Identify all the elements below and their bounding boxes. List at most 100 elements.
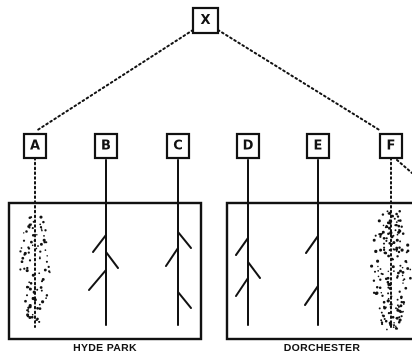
leaf-dot [383, 251, 387, 255]
node-f-label: F [387, 139, 396, 154]
leaf-dot [375, 291, 379, 295]
leaf-dot [19, 268, 22, 271]
leaf-dot [26, 266, 29, 270]
leaf-dot [404, 286, 408, 290]
leaf-dot [402, 282, 404, 284]
leaf-dot [392, 234, 395, 237]
leaf-dot [389, 323, 393, 327]
leaf-dot [382, 248, 386, 252]
leaf-dot [45, 297, 47, 299]
leaf-dot [381, 273, 384, 276]
leaf-dot [370, 264, 374, 268]
leaf-dot [397, 224, 401, 228]
lineage-line-x-a [35, 29, 194, 132]
leaf-dot [39, 226, 43, 229]
leaf-dot [39, 215, 43, 219]
plant-a-leafy-cluster [19, 215, 51, 323]
leaf-dot [45, 241, 48, 244]
leaf-dot [377, 270, 380, 272]
leaf-dot [39, 223, 42, 226]
node-d: D [235, 132, 261, 160]
leaf-dot [388, 221, 392, 225]
leaf-dot [380, 292, 383, 294]
leaf-dot [31, 313, 34, 316]
leaf-dot [400, 225, 403, 228]
leaf-dot [43, 240, 46, 244]
leaf-dot [387, 270, 390, 273]
leaf-dot [20, 247, 23, 249]
leaf-dot [372, 291, 376, 294]
leaf-dot [385, 239, 388, 242]
leaf-dot [390, 303, 393, 306]
leaf-dot [397, 250, 401, 254]
leaf-dot [387, 297, 390, 300]
leaf-dot [395, 238, 399, 242]
node-e: E [305, 132, 331, 160]
leaf-dot [388, 219, 392, 222]
leaf-dot [30, 240, 33, 244]
leaf-dot [399, 269, 402, 273]
leaf-dot [372, 238, 376, 242]
pen-label-dorchester: DORCHESTER [284, 342, 361, 354]
leaf-dot [26, 314, 30, 318]
leaf-dot [381, 314, 384, 317]
leaf-dot [43, 268, 47, 272]
leaf-dot [398, 246, 401, 249]
root-node-label: X [200, 13, 210, 28]
node-a: A [22, 132, 48, 160]
leaf-dot [386, 210, 389, 213]
leaf-dot [388, 226, 391, 230]
leaf-dot [382, 224, 385, 227]
leaf-dot [22, 239, 26, 242]
leaf-dot [36, 306, 39, 310]
leaf-dot [394, 224, 397, 227]
leaf-dot [375, 286, 379, 289]
leaf-dot [398, 316, 401, 319]
leaf-dot [33, 286, 37, 289]
leaf-dot [390, 242, 393, 246]
leaf-dot [386, 299, 390, 303]
leaf-dot [374, 234, 377, 237]
leaf-dot [41, 300, 45, 304]
leaf-dot [395, 307, 397, 310]
leaf-dot [379, 278, 382, 281]
leaf-dot [392, 248, 395, 250]
leaf-dot [392, 326, 395, 328]
leaf-dot [30, 216, 33, 219]
pen-label-hyde-park: HYDE PARK [73, 342, 137, 354]
leaf-dot [47, 265, 50, 269]
leaf-dot [29, 282, 33, 285]
leaf-dot [40, 289, 43, 292]
node-d-label: D [243, 139, 254, 154]
leaf-dot [379, 235, 382, 238]
leaf-dot [401, 266, 404, 269]
leaf-dot [400, 300, 403, 304]
leaf-dot [387, 232, 390, 235]
leaf-dot [396, 233, 399, 236]
leaf-dot [392, 324, 396, 327]
leaf-dot [395, 221, 398, 224]
leaf-dot [27, 306, 30, 309]
leaf-dot [394, 229, 397, 232]
leaf-dot [390, 235, 394, 239]
leaf-dot [388, 211, 392, 215]
node-b-label: B [101, 139, 111, 154]
plant-e-branched [304, 159, 319, 326]
leaf-dot [46, 255, 48, 257]
leaf-dot [399, 264, 402, 267]
leaf-dot [389, 231, 393, 235]
leaf-dot [31, 244, 34, 247]
leaf-dot [41, 229, 43, 232]
leaf-dot [388, 287, 392, 290]
leaf-dot [31, 233, 35, 237]
leaf-dot [380, 319, 383, 322]
leaf-dot [383, 306, 387, 310]
leaf-dot [396, 308, 400, 312]
leaf-dot [38, 257, 41, 260]
leaf-dot [378, 307, 381, 310]
leaf-dot [27, 247, 31, 250]
leaf-dot [396, 276, 399, 279]
leaf-dot [38, 303, 41, 306]
leaf-dot [393, 217, 396, 220]
